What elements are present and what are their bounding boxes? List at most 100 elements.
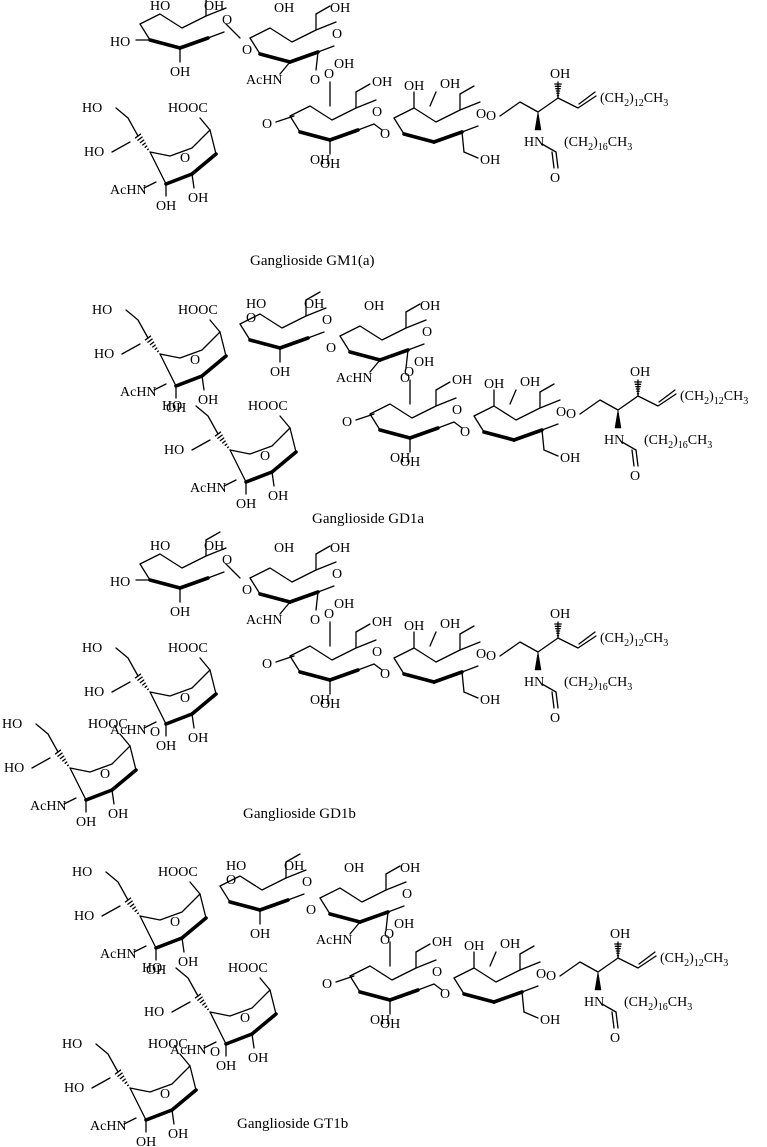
bond (178, 36, 210, 50)
hash-bond (204, 1005, 208, 1008)
carbonyl-oxygen: O (630, 469, 640, 484)
ring-oxygen: O (536, 967, 546, 982)
bond (601, 1003, 617, 1013)
structure-caption: Ganglioside GT1b (237, 1116, 348, 1132)
bond (358, 990, 392, 1002)
bond (355, 623, 371, 633)
bond (139, 563, 151, 581)
bond (432, 130, 464, 144)
hash-bond (126, 1084, 130, 1087)
hydroxyl: OH (248, 1051, 268, 1066)
hydroxyl: OH (170, 65, 190, 80)
bond (349, 921, 361, 935)
hash-bond (64, 761, 68, 764)
hydroxyl: HO (82, 641, 102, 656)
bond (289, 115, 301, 133)
hydroxyl: OH (166, 401, 186, 416)
bond (119, 733, 131, 747)
sugar-ring-back (339, 319, 427, 341)
bond (315, 591, 319, 611)
hydroxyl: HO (162, 399, 182, 414)
hydroxyl: OH (380, 1017, 400, 1032)
bond (461, 665, 479, 673)
sugar-ring-back (249, 21, 337, 43)
bond (279, 415, 291, 429)
bond (357, 663, 375, 671)
hydroxyl: OH (452, 373, 472, 388)
sialic-ring (209, 989, 271, 1017)
hydroxyl: OH (274, 541, 294, 556)
alkyl-chain-label: (CH2)16CH3 (644, 433, 712, 451)
hydroxyl: HO (164, 443, 184, 458)
bond (207, 571, 225, 579)
bond (111, 681, 131, 693)
sialic-ring (159, 331, 221, 359)
alkyl-chain-label: (CH2)12CH3 (680, 389, 748, 407)
hydroxyl: HO (94, 347, 114, 362)
hash-bond (142, 142, 146, 146)
hash-bond (154, 347, 158, 350)
hash-bond (144, 685, 148, 688)
hydroxyl: HO (110, 35, 130, 50)
bond (621, 441, 637, 451)
sugar-ring-back (139, 547, 227, 569)
hydroxyl: HO (84, 145, 104, 160)
sugar-ring-back (453, 961, 541, 983)
bond (453, 977, 465, 995)
bond (541, 683, 557, 693)
glycosidic-oxygen: O (262, 657, 272, 672)
hash-bond (144, 145, 148, 148)
bond (178, 576, 210, 590)
bond (154, 936, 184, 950)
hydroxyl: OH (178, 955, 198, 970)
bond (209, 129, 217, 155)
bond (459, 625, 475, 635)
hydroxyl: OH (250, 927, 270, 942)
bond (355, 413, 375, 421)
hash-bond (117, 1072, 123, 1077)
ring-oxygen: O (222, 13, 232, 28)
carbonyl-oxygen: O (550, 171, 560, 186)
bond (417, 983, 435, 991)
hydroxyl: OH (320, 157, 340, 172)
glycosidic-oxygen: O (322, 977, 332, 992)
bond (190, 692, 218, 716)
bond (191, 713, 195, 729)
hydroxyl: OH (432, 935, 452, 950)
bond (357, 123, 375, 131)
hash-bond (142, 682, 146, 686)
sialic-ring (229, 427, 291, 455)
glycosidic-oxygen: O (460, 425, 470, 440)
hash-bond (137, 676, 143, 681)
wedge-bond (534, 111, 542, 131)
bond (408, 426, 440, 440)
bond (289, 655, 301, 673)
hash-bond (202, 1002, 206, 1006)
bond (259, 977, 271, 991)
bond (402, 132, 436, 144)
ring-oxygen: O (432, 965, 442, 980)
ring-oxygen: O (160, 1087, 170, 1102)
bond (463, 151, 479, 159)
bond (539, 383, 555, 393)
hydroxyl: HO (82, 101, 102, 116)
hydroxyl: OH (484, 377, 504, 392)
bond (149, 691, 167, 725)
sugar-ring-back (289, 639, 377, 661)
bond (129, 1087, 147, 1121)
bond (578, 91, 596, 105)
bond (339, 335, 351, 353)
hydroxyl: OH (270, 365, 290, 380)
bond (415, 943, 431, 953)
bond (378, 348, 410, 362)
hash-bond (57, 752, 63, 757)
sphingosine-chain (499, 635, 597, 657)
carbonyl-oxygen: O (610, 1031, 620, 1046)
hash-bond (137, 136, 143, 141)
hydroxyl: OH (610, 927, 630, 942)
sugar-ring-back (393, 641, 481, 663)
acetamido-group: AcHN (110, 723, 147, 738)
bond (328, 128, 360, 142)
bond (164, 172, 194, 186)
wedge-bond (534, 651, 542, 671)
